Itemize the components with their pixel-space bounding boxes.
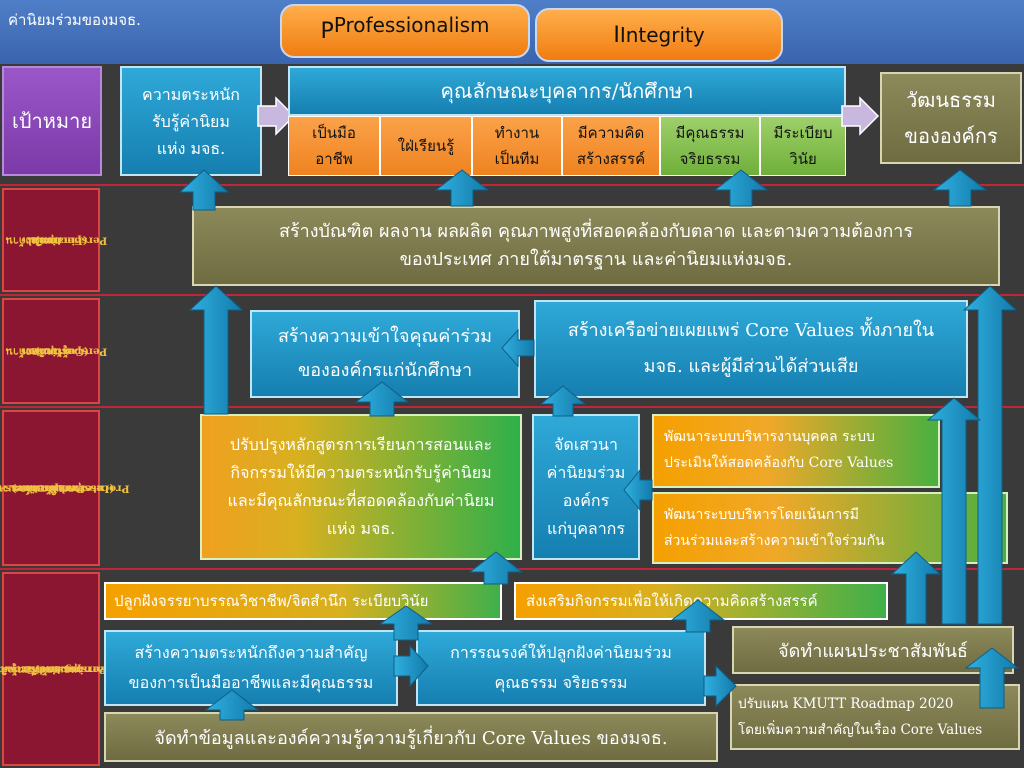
box-line: องค์กร — [562, 491, 610, 510]
box-line: ขององค์กร — [904, 124, 998, 148]
box-line: และมีคุณลักษณะที่สอดคล้องกับค่านิยม — [227, 491, 495, 510]
box-line: ปรับแผน KMUTT Roadmap 2020 — [738, 696, 954, 712]
character-item-teamwork: ทำงานเป็นทีม — [472, 116, 562, 176]
up-arrow-icon — [932, 169, 988, 207]
up-arrow-icon — [188, 285, 244, 415]
item-line: วินัย — [789, 150, 817, 168]
internal-process-perspective-label: มุมมองด้านกระบวนการภายในองค์กร(Internal … — [0, 410, 130, 566]
row-divider — [0, 406, 1024, 408]
box-line: ของประเทศ ภายใต้มาตรฐาน และค่านิยมแห่งมจ… — [399, 249, 793, 270]
box-line: พัฒนาระบบบริหารโดยเน้นการมี — [664, 507, 859, 523]
item-line: ใฝ่เรียนรู้ — [397, 137, 455, 155]
box-line: จัดเสวนา — [554, 435, 618, 454]
character-item-learning: ใฝ่เรียนรู้ — [380, 116, 472, 176]
right-arrow-icon — [257, 96, 296, 136]
box-line: กิจกรรมให้มีความตระหนักรับรู้ค่านิยม — [230, 463, 492, 482]
up-arrow-icon — [204, 689, 260, 721]
character-item-creative: มีความคิดสร้างสรรค์ — [562, 116, 660, 176]
item-line: มีคุณธรรม — [675, 124, 745, 142]
box-line: โดยเพิ่มความสำคัญในเรื่อง Core Values — [738, 722, 983, 738]
item-line: อาชีพ — [315, 150, 353, 168]
up-arrow-icon — [926, 397, 982, 625]
right-arrow-icon — [841, 96, 880, 136]
box-line: ความตระหนัก — [142, 84, 240, 104]
hr-system-box: พัฒนาระบบบริหารงานบุคคล ระบบ ประเมินให้ส… — [652, 414, 940, 488]
financial-objective-box: สร้างบัณฑิต ผลงาน ผลผลิต คุณภาพสูงที่สอด… — [192, 206, 1000, 286]
up-arrow-icon — [964, 647, 1020, 709]
box-line: สร้างเครือข่ายเผยแพร่ Core Values ทั้งภา… — [567, 320, 935, 341]
goal-label: เป้าหมาย — [2, 66, 102, 176]
item-line: ทำงาน — [494, 124, 540, 142]
item-line: มีระเบียบ — [773, 124, 833, 142]
slide-title: ค่านิยมร่วมของมจธ. — [8, 11, 141, 29]
box-line: ของการเป็นมืออาชีพและมีคุณธรรม — [128, 673, 374, 692]
instill-ethics-box: ปลูกฝังจรรยาบรรณวิชาชีพ/จิตสำนึก ระเบียบ… — [104, 582, 502, 620]
up-arrow-icon — [178, 169, 230, 211]
box-line: สร้างความเข้าใจคุณค่าร่วม — [277, 326, 493, 347]
up-arrow-icon — [890, 551, 942, 625]
box-line: สร้างความตระหนักถึงความสำคัญ — [134, 643, 368, 662]
right-arrow-icon — [393, 644, 429, 688]
up-arrow-icon — [539, 385, 587, 417]
item-line: จริยธรรม — [679, 150, 741, 168]
curriculum-improvement-box: ปรับปรุงหลักสูตรการเรียนการสอนและ กิจกรร… — [200, 414, 522, 560]
box-line: แห่ง มจธ. — [156, 138, 226, 158]
item-line: เป็นมือ — [312, 124, 356, 142]
box-line: ปรับปรุงหลักสูตรการเรียนการสอนและ — [229, 435, 493, 454]
up-arrow-icon — [354, 381, 410, 417]
organization-culture-box: วัฒนธรรม ขององค์กร — [880, 72, 1022, 164]
item-line: มีความคิด — [577, 124, 645, 142]
pill-prefix: I — [613, 22, 620, 48]
left-arrow-icon — [501, 328, 535, 368]
box-line: คุณธรรม จริยธรรม — [494, 673, 628, 692]
roadmap-box: ปรับแผน KMUTT Roadmap 2020 โดยเพิ่มความส… — [730, 684, 1020, 750]
box-line: พัฒนาระบบบริหารงานบุคคล ระบบ — [664, 429, 875, 445]
values-awareness-box: ความตระหนัก รับรู้ค่านิยม แห่ง มจธ. — [120, 66, 262, 176]
character-item-ethics: มีคุณธรรมจริยธรรม — [660, 116, 760, 176]
item-line: สร้างสรรค์ — [576, 150, 646, 168]
pill-label: Integrity — [619, 23, 705, 47]
character-item-professional: เป็นมืออาชีพ — [288, 116, 380, 176]
left-arrow-icon — [623, 468, 653, 512]
up-arrow-icon — [713, 169, 769, 207]
box-line: ค่านิยมร่วม — [546, 463, 626, 482]
box-line: มจธ. และผู้มีส่วนได้ส่วนเสีย — [643, 356, 859, 377]
box-line: ประเมินให้สอดคล้องกับ Core Values — [664, 455, 894, 471]
learning-growth-perspective-label: มุมมองด้านการเติบโตและการเรียนรู้(Learni… — [0, 572, 123, 766]
box-line: รับรู้ค่านิยม — [152, 111, 230, 131]
box-line: การรณรงค์ให้ปลูกฝังค่านิยมร่วม — [450, 643, 672, 662]
up-arrow-icon — [468, 551, 524, 585]
pill-label: Professionalism — [333, 13, 490, 37]
values-campaign-box: การรณรงค์ให้ปลูกฝังค่านิยมร่วม คุณธรรม จ… — [416, 630, 706, 706]
box-line: แห่ง มจธ. — [326, 519, 396, 538]
customer-understanding-box: สร้างความเข้าใจคุณค่าร่วม ขององค์กรแก่นั… — [250, 310, 520, 398]
professional-awareness-box: สร้างความตระหนักถึงความสำคัญ ของการเป็นม… — [104, 630, 398, 706]
knowledge-base-box: จัดทำข้อมูลและองค์ความรู้ความรู้เกี่ยวกั… — [104, 712, 718, 762]
box-line: วัฒนธรรม — [906, 88, 996, 112]
right-arrow-icon — [703, 664, 737, 708]
box-line: แก่บุคลากร — [547, 519, 625, 538]
pill-prefix: P — [320, 18, 334, 44]
pr-plan-box: จัดทำแผนประชาสัมพันธ์ — [732, 626, 1014, 674]
up-arrow-icon — [962, 285, 1018, 625]
row-divider — [0, 184, 1024, 186]
box-line: ขององค์กรแก่นักศึกษา — [297, 360, 473, 381]
box-line: ส่วนร่วมและสร้างความเข้าใจร่วมกัน — [664, 533, 885, 549]
character-title-box: คุณลักษณะบุคลากร/นักศึกษา — [288, 66, 846, 116]
up-arrow-icon — [378, 605, 434, 641]
character-item-discipline: มีระเบียบวินัย — [760, 116, 846, 176]
box-line: สร้างบัณฑิต ผลงาน ผลผลิต คุณภาพสูงที่สอด… — [278, 221, 914, 242]
customer-network-box: สร้างเครือข่ายเผยแพร่ Core Values ทั้งภา… — [534, 300, 968, 398]
item-line: เป็นทีม — [494, 150, 540, 168]
up-arrow-icon — [434, 169, 490, 207]
up-arrow-icon — [670, 599, 726, 633]
row-divider — [0, 294, 1024, 296]
